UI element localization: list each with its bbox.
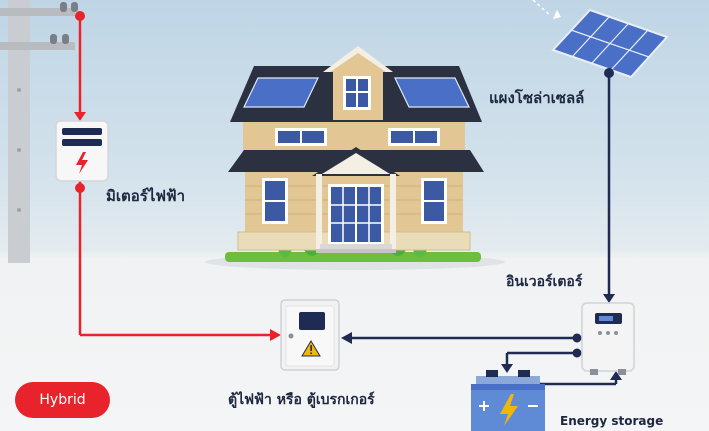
meter-dot bbox=[75, 183, 85, 193]
inverter-dot-2 bbox=[572, 348, 582, 358]
grid-arrow-down-icon bbox=[74, 112, 86, 121]
sun-rays bbox=[532, 0, 551, 16]
solar-panel-label: แผงโซล่าเซลล์ bbox=[489, 89, 585, 107]
breaker-arrow-left-icon bbox=[341, 332, 352, 344]
inverter-label: อินเวอร์เตอร์ bbox=[506, 274, 583, 290]
breaker-box bbox=[280, 299, 340, 371]
inverter-arrow-up-icon bbox=[610, 371, 622, 380]
hybrid-badge: Hybrid bbox=[15, 382, 110, 418]
inverter-dot-1 bbox=[572, 333, 582, 343]
electric-meter bbox=[55, 120, 109, 182]
sun-ray-arrow-icon bbox=[553, 10, 561, 19]
battery bbox=[471, 370, 545, 431]
energy-storage-label: Energy storage bbox=[560, 414, 664, 428]
solar-panel bbox=[551, 8, 669, 79]
dc-line bbox=[345, 73, 618, 386]
grid-line bbox=[78, 16, 275, 337]
utility-pole bbox=[0, 0, 78, 263]
grid-dot bbox=[75, 11, 85, 21]
inverter bbox=[581, 302, 635, 375]
grid-arrow-right-icon bbox=[270, 329, 281, 341]
battery-arrow-down-icon bbox=[501, 364, 513, 373]
panel-dot bbox=[604, 68, 614, 78]
breaker-box-label: ตู้ไฟฟ้า หรือ ตู้เบรกเกอร์ bbox=[228, 392, 375, 408]
electric-meter-label: มิเตอร์ไฟฟ้า bbox=[106, 187, 186, 205]
house bbox=[225, 46, 484, 262]
panel-arrow-down-icon bbox=[603, 294, 615, 303]
